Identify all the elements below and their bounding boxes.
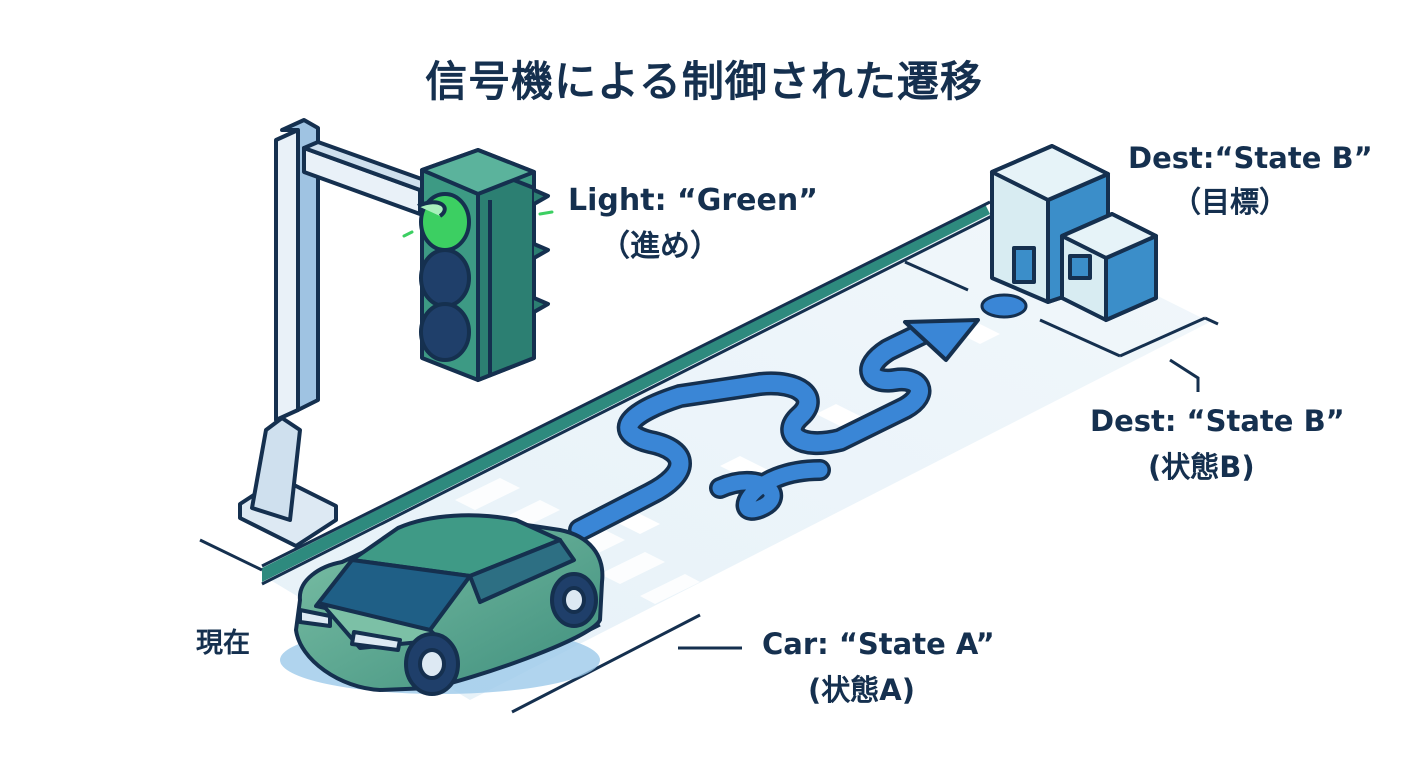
dest-right-label: Dest: “State B”	[1090, 404, 1345, 438]
red-lamp-off	[419, 302, 471, 362]
current-label: 現在	[196, 628, 250, 659]
car-state-label: Car: “State A”	[762, 627, 995, 661]
leader-lines	[678, 358, 1200, 650]
route-arrowhead	[903, 318, 980, 362]
destination-marker	[980, 293, 1028, 319]
green-lamp	[417, 192, 471, 252]
dest-top-sublabel: （目標）	[1172, 185, 1289, 219]
page-title: 信号機による制御された遷移	[425, 57, 983, 106]
destination-building	[990, 144, 1158, 322]
green-glow-marks	[402, 210, 554, 238]
route-path	[568, 293, 1028, 542]
light-status-sublabel: （進め）	[600, 229, 720, 264]
dest-top-label: Dest:“State B”	[1128, 141, 1373, 175]
building-door	[1012, 246, 1036, 284]
light-status-label: Light: “Green”	[568, 183, 818, 218]
traffic-light	[417, 148, 550, 382]
amber-lamp-off	[419, 248, 471, 308]
building-window	[1068, 254, 1092, 280]
dest-right-sublabel: (状態B)	[1148, 450, 1255, 484]
car-taillight	[298, 608, 332, 628]
traffic-light-pole	[238, 118, 432, 548]
car-state-sublabel: (状態A)	[808, 673, 915, 707]
car	[280, 513, 605, 696]
road-curb	[262, 204, 990, 582]
